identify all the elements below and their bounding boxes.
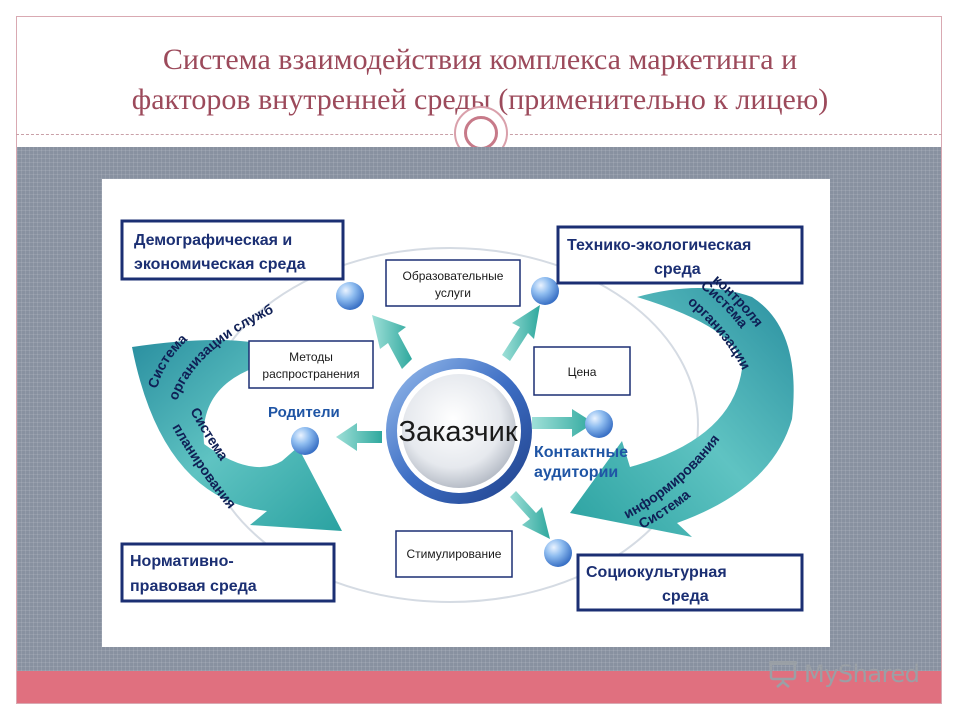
brand-watermark: MyShared [768, 656, 920, 692]
sphere-icon [291, 427, 319, 455]
box-promotion-line1: Стимулирование [407, 547, 502, 561]
box-technical-line1: Технико-экологическая [567, 237, 751, 254]
arrow-to-parents [336, 423, 382, 451]
footer-band [17, 671, 941, 703]
brand-name: MyShared [804, 660, 920, 688]
box-sociocultural-line1: Социокультурная [586, 564, 727, 581]
box-normative-line2: правовая среда [130, 578, 257, 595]
box-demographic-line2: экономическая среда [134, 256, 306, 273]
center-label: Заказчик [398, 416, 517, 448]
center-arrows [336, 305, 594, 539]
label-parents: Родители [268, 404, 340, 421]
sphere-icon [544, 539, 572, 567]
box-methods-line1: Методы [289, 350, 333, 364]
box-demographic-line1: Демографическая и [134, 232, 292, 249]
box-technical-line2: среда [654, 261, 701, 278]
slide-title-line1: Система взаимодействия комплекса маркети… [162, 43, 798, 76]
box-sociocultural: Социокультурная среда [576, 553, 804, 612]
box-education: Образовательные услуги [385, 259, 521, 307]
box-normative-line1: Нормативно- [130, 553, 234, 570]
sphere-icon [336, 282, 364, 310]
diagram-panel: Заказчик Демографическая и экономическая… [102, 179, 830, 647]
presentation-board-icon [769, 661, 797, 688]
arrow-to-sociocultural [510, 491, 550, 539]
box-sociocultural-line2: среда [662, 588, 709, 605]
arrow-to-methods [372, 315, 412, 369]
slide-title: Система взаимодействия комплекса маркети… [40, 40, 920, 120]
sphere-icon [531, 277, 559, 305]
sphere-icon [585, 410, 613, 438]
label-audiences-line2: аудитории [534, 464, 618, 481]
label-audiences-line1: Контактные [534, 444, 628, 461]
left-arc-arrow [132, 339, 342, 531]
marketing-diagram: Заказчик Демографическая и экономическая… [120, 219, 804, 612]
box-methods: Методы распространения [248, 340, 374, 389]
arrow-to-audiences [532, 409, 594, 437]
box-price: Цена [533, 346, 631, 396]
box-technical: Технико-экологическая среда [556, 225, 804, 285]
box-price-line1: Цена [568, 365, 597, 379]
sphere-group [291, 277, 613, 567]
center-core [402, 374, 516, 488]
box-methods-line2: распространения [262, 367, 359, 381]
right-arc-arrow [570, 288, 794, 537]
arrow-to-education [502, 305, 540, 361]
box-normative: Нормативно- правовая среда [120, 542, 336, 603]
box-education-line2: услуги [435, 286, 471, 300]
box-education-line1: Образовательные [403, 269, 504, 283]
box-demographic: Демографическая и экономическая среда [120, 219, 345, 281]
box-promotion: Стимулирование [395, 530, 513, 578]
